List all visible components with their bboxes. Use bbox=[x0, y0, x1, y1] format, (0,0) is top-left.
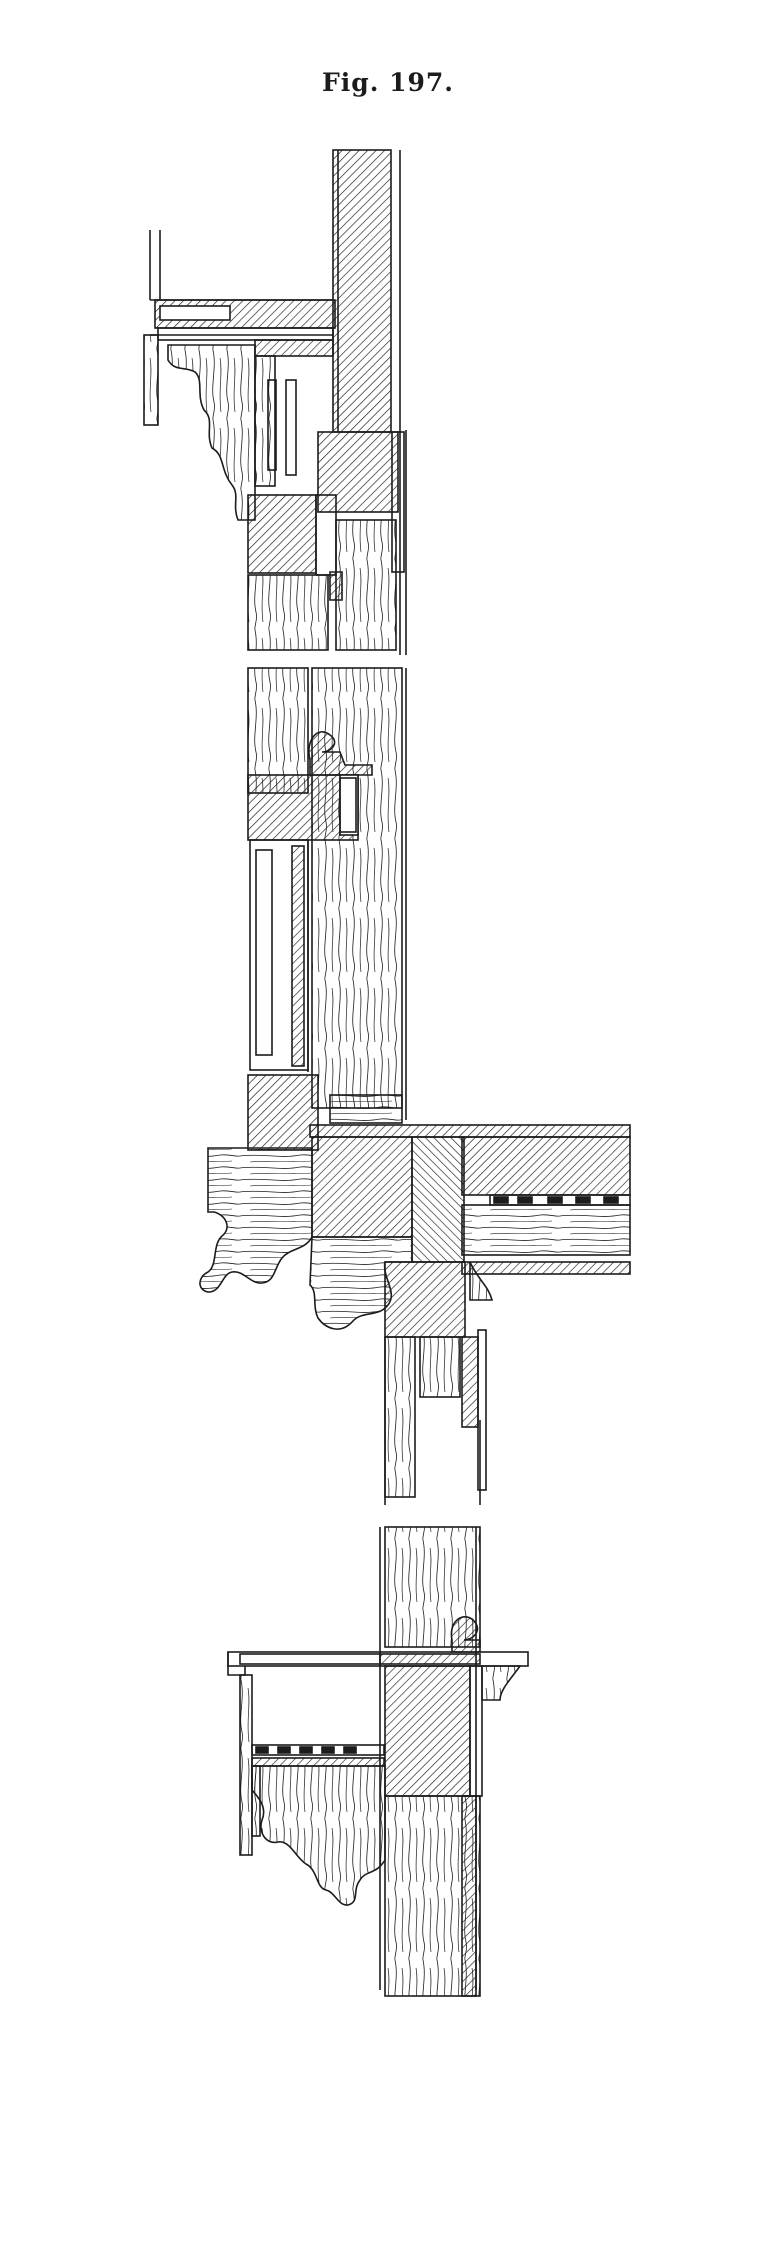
lower-floor-post bbox=[384, 1261, 466, 1338]
balcony-corbel bbox=[251, 1765, 386, 1906]
upper-section bbox=[143, 149, 407, 655]
middle-section bbox=[199, 667, 631, 1505]
floor-corbel bbox=[199, 1147, 313, 1293]
upper-corbel bbox=[167, 344, 256, 521]
floor-corner-block bbox=[311, 1136, 413, 1238]
balcony-post bbox=[384, 1665, 471, 1797]
window-drip-molding bbox=[308, 731, 373, 776]
figure-caption: Fig. 197. bbox=[321, 68, 455, 97]
floor-joist bbox=[309, 1124, 631, 1138]
lower-section bbox=[227, 1526, 529, 1997]
balcony-drip-molding bbox=[450, 1616, 481, 1653]
balcony-ceiling-boards bbox=[251, 1744, 385, 1756]
upper-sill-block bbox=[317, 431, 399, 513]
floor-girder-section bbox=[411, 1136, 465, 1263]
window-sill-block bbox=[247, 1074, 319, 1151]
ceiling-boards bbox=[489, 1194, 631, 1206]
upper-wall-post bbox=[332, 149, 392, 433]
